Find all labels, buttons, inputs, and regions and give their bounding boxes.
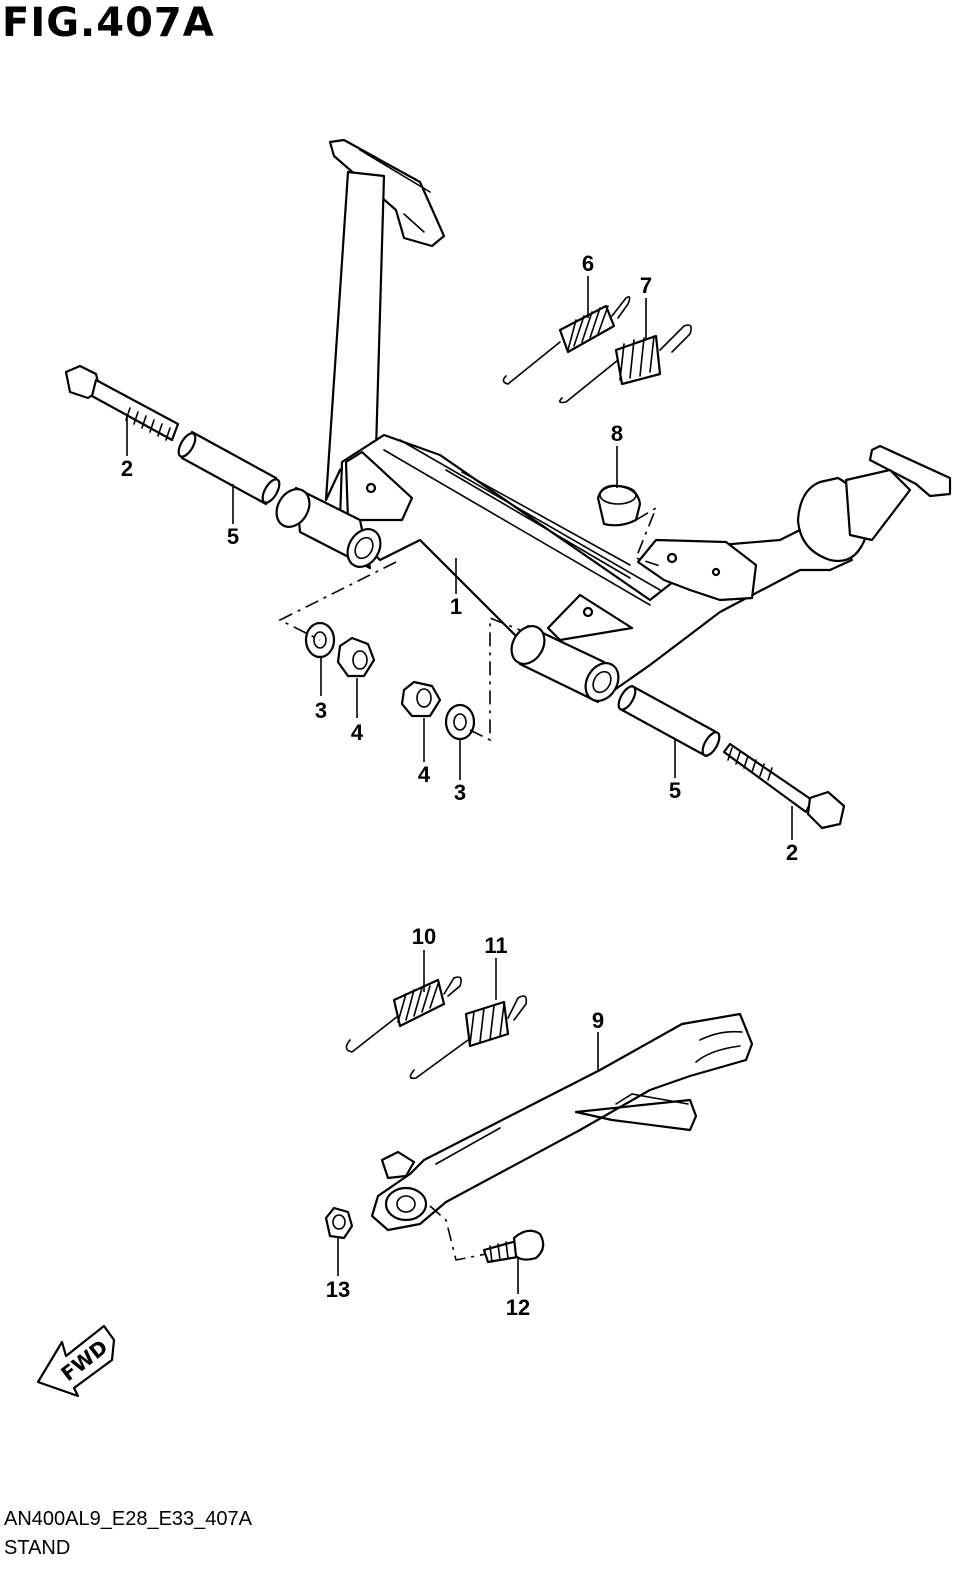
callout-3-right: 3 xyxy=(454,780,466,805)
fwd-arrow-icon: FWD xyxy=(36,1324,116,1398)
callout-5-left: 5 xyxy=(227,524,239,549)
nut-13[interactable] xyxy=(324,1206,354,1240)
callout-9: 9 xyxy=(592,1008,604,1033)
assembly-line-pivot xyxy=(429,1205,487,1261)
model-code: AN400AL9_E28_E33_407A xyxy=(4,1508,252,1530)
washer-right[interactable] xyxy=(444,703,476,741)
spacer-left[interactable] xyxy=(175,430,282,506)
callout-13: 13 xyxy=(326,1277,350,1302)
callout-2-left: 2 xyxy=(121,456,133,481)
spacer-right[interactable] xyxy=(615,684,722,759)
assembly-line-stopper xyxy=(634,506,661,567)
spring-11[interactable] xyxy=(409,995,528,1080)
callout-4-right: 4 xyxy=(418,762,431,787)
stopper-8[interactable] xyxy=(596,484,642,527)
nut-left[interactable] xyxy=(336,636,376,678)
callout-8: 8 xyxy=(611,421,623,446)
side-stand[interactable] xyxy=(370,1012,754,1232)
callout-1: 1 xyxy=(450,594,462,619)
assembly-line-right xyxy=(469,616,521,742)
callout-11: 11 xyxy=(484,933,507,958)
center-stand[interactable] xyxy=(270,138,952,707)
bolt-right[interactable] xyxy=(722,742,846,830)
bolt-left[interactable] xyxy=(64,364,180,442)
spring-7[interactable] xyxy=(558,324,692,404)
callout-3-left: 3 xyxy=(315,698,327,723)
assembly-line-left xyxy=(278,561,397,641)
callout-12: 12 xyxy=(506,1295,530,1320)
callout-5-right: 5 xyxy=(669,778,681,803)
callout-4-left: 4 xyxy=(351,720,364,745)
nut-right[interactable] xyxy=(400,680,442,718)
callout-7: 7 xyxy=(640,273,652,298)
section-name: STAND xyxy=(4,1537,71,1559)
leader-lines xyxy=(126,276,793,1294)
figure-title: FIG.407A xyxy=(2,0,215,46)
spring-6[interactable] xyxy=(502,296,631,385)
pivot-bolt-12[interactable] xyxy=(482,1229,545,1264)
spring-10[interactable] xyxy=(345,976,462,1053)
callout-10: 10 xyxy=(412,924,436,949)
callout-2-right: 2 xyxy=(786,840,798,865)
callout-6: 6 xyxy=(582,251,594,276)
